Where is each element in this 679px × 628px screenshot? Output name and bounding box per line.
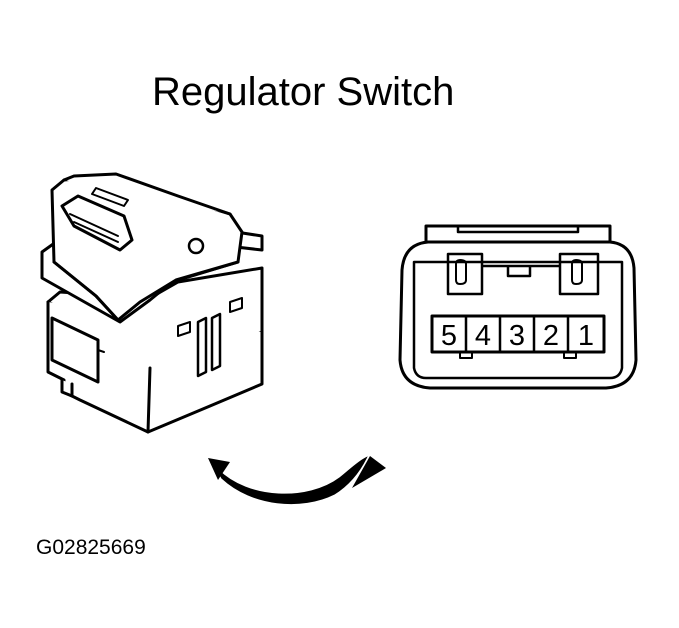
figure-code: G02825669	[36, 536, 146, 559]
terminal-label: 1	[578, 320, 594, 352]
connector-face	[398, 224, 638, 390]
diagram-title: Regulator Switch	[152, 70, 455, 114]
terminal-label: 3	[509, 320, 525, 352]
connector-terminal-labels: 5 4 3 2 1	[441, 320, 594, 352]
rotation-arrow	[208, 456, 386, 505]
terminal-label: 2	[543, 320, 559, 352]
terminal-label: 5	[441, 320, 457, 352]
terminal-label: 4	[475, 320, 491, 352]
regulator-switch-illustration	[40, 172, 264, 434]
